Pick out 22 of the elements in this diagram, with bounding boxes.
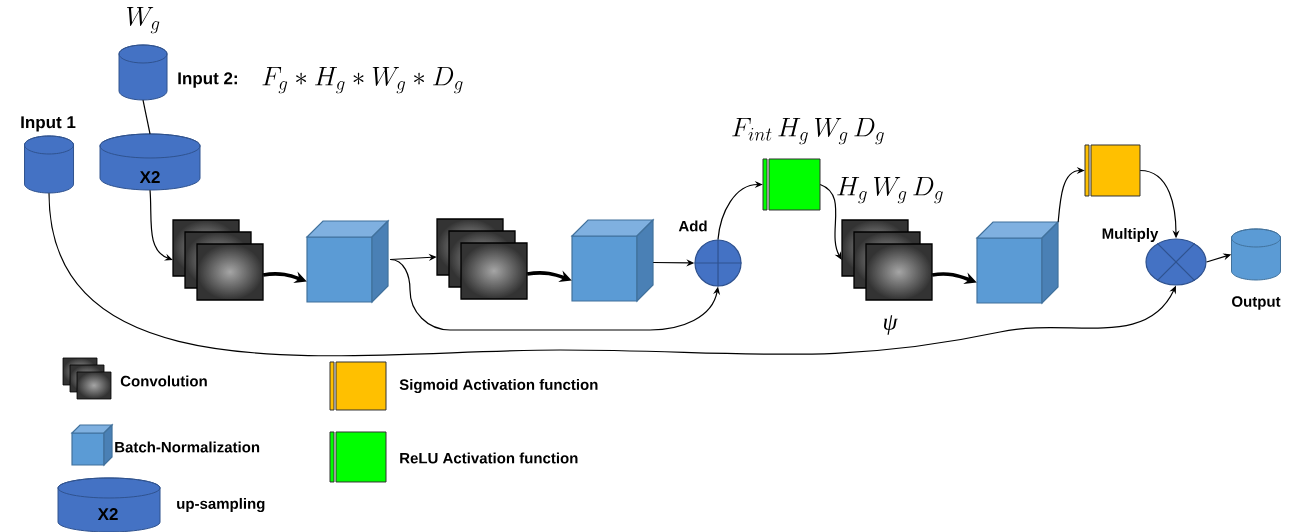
legend-label: ReLU Activation function [400,452,578,464]
legend-label: Sigmoid Activation function [399,378,598,393]
sigmoid-box [1084,144,1141,197]
input-label: Input 2: [178,72,237,88]
convolution-stack [172,219,264,301]
convolution-stack [436,218,528,300]
legend-label: up-sampling [177,497,265,512]
legend-label: Convolution [120,375,207,387]
arrow [48,192,1176,357]
input-label: Input 1 [21,116,76,132]
output-label: Output [1232,296,1281,310]
multiply-label: Multiply [1102,228,1159,242]
cylinder-label: X2 [139,171,160,183]
add-label: Add [678,220,707,232]
edge-label: ψ [881,314,899,336]
arrow [819,183,842,260]
icon-label: X2 [97,508,118,520]
formula-label: $F_g * H_g * W_g * D_g$ [262,66,463,94]
dimension-formula: $F_{int}\,H_g\,W_g\,D_g$ [732,117,884,145]
legend-label: Batch-Normalization [115,441,260,453]
dimension-formula: $H_g\,W_g\,D_g$ [837,176,943,204]
formula-label: $W_g$ [126,6,160,34]
